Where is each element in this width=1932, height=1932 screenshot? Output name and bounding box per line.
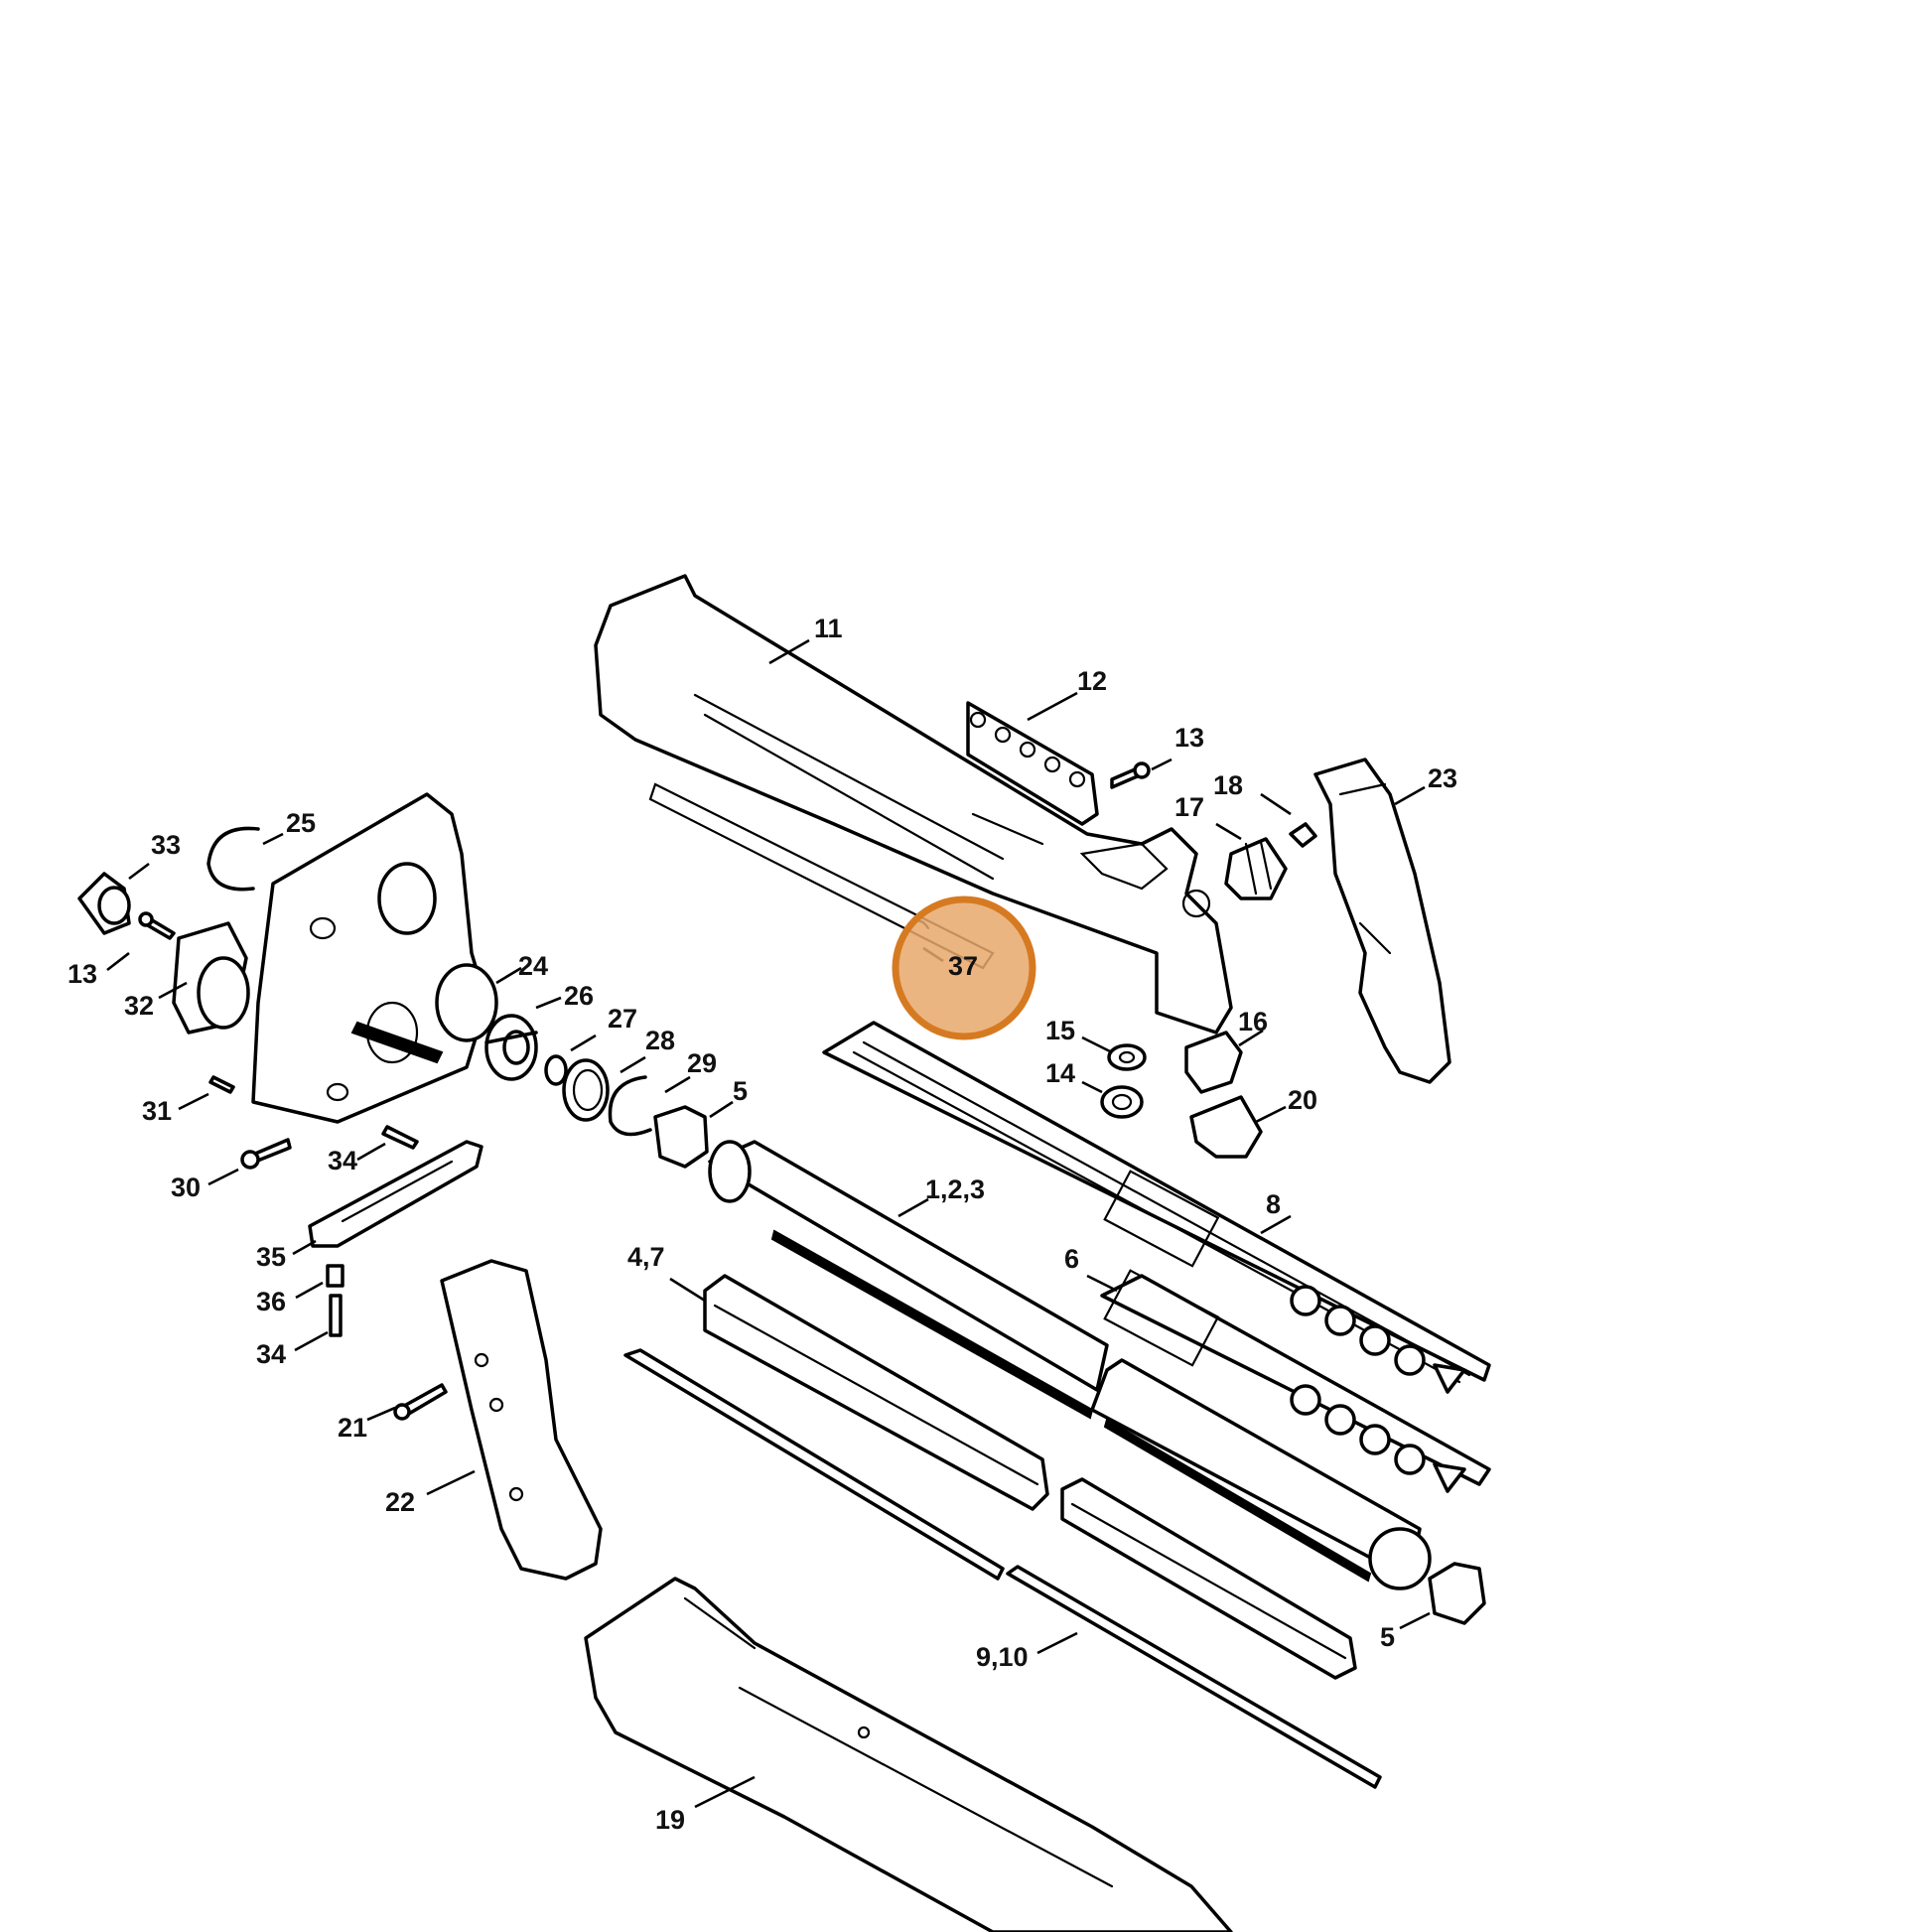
part-34-screw-lower <box>329 1294 343 1337</box>
callout-34-upper[interactable]: 34 <box>328 1146 357 1175</box>
callout-4-7[interactable]: 4,7 <box>627 1242 665 1272</box>
callout-27[interactable]: 27 <box>608 1004 637 1034</box>
callout-6[interactable]: 6 <box>1064 1244 1079 1274</box>
callout-23[interactable]: 23 <box>1428 763 1457 793</box>
part-18-plug <box>1289 822 1317 848</box>
part-6-label <box>1100 1269 1491 1493</box>
callout-11[interactable]: 11 <box>814 614 843 643</box>
part-21-screw <box>393 1383 448 1421</box>
callout-5-lower[interactable]: 5 <box>1380 1622 1395 1652</box>
part-4-7-guide <box>703 1274 1357 1680</box>
part-9-10-shaft <box>623 1348 1382 1789</box>
part-8-label <box>822 1021 1491 1394</box>
part-20-buffer <box>1189 1095 1263 1159</box>
part-35-bar <box>308 1140 483 1248</box>
part-22-cover <box>440 1259 603 1581</box>
callout-13-upper[interactable]: 13 <box>1174 723 1204 753</box>
callout-30[interactable]: 30 <box>171 1173 201 1202</box>
callout-18[interactable]: 18 <box>1213 770 1243 800</box>
callout-31[interactable]: 31 <box>142 1096 172 1126</box>
part-24-housing <box>251 792 498 1124</box>
callout-20[interactable]: 20 <box>1288 1085 1317 1115</box>
part-32-buffer <box>172 921 250 1035</box>
callout-8[interactable]: 8 <box>1266 1189 1281 1219</box>
callout-29[interactable]: 29 <box>687 1048 717 1078</box>
callout-14[interactable]: 14 <box>1045 1058 1075 1088</box>
callout-labels: 11 12 13 18 17 23 33 25 24 26 27 28 29 5… <box>68 614 1457 1835</box>
callout-16[interactable]: 16 <box>1238 1007 1268 1036</box>
callout-22[interactable]: 22 <box>385 1487 415 1517</box>
part-6-icons <box>1290 1384 1466 1493</box>
callout-36[interactable]: 36 <box>256 1287 286 1316</box>
callout-35[interactable]: 35 <box>256 1242 286 1272</box>
part-5-nut-upper <box>653 1105 709 1169</box>
part-8-icons <box>1290 1285 1466 1394</box>
callout-13-lower[interactable]: 13 <box>68 959 97 989</box>
part-1-2-3-tube <box>708 1140 1432 1590</box>
callout-1-2-3[interactable]: 1,2,3 <box>925 1174 985 1204</box>
part-16-buffer <box>1184 1031 1243 1094</box>
callout-25[interactable]: 25 <box>286 808 316 838</box>
part-34-screw-upper <box>381 1125 419 1150</box>
part-27-ring <box>544 1054 568 1086</box>
part-29-circlip <box>608 1075 652 1137</box>
part-19-housing <box>584 1577 1233 1932</box>
callout-28[interactable]: 28 <box>645 1026 675 1055</box>
callout-9-10[interactable]: 9,10 <box>976 1642 1029 1672</box>
part-14-lockwasher <box>1100 1085 1144 1119</box>
callout-32[interactable]: 32 <box>124 991 154 1021</box>
part-12-plate <box>966 701 1099 826</box>
part-28-washer <box>562 1058 610 1122</box>
part-33-cap <box>77 872 131 935</box>
callout-26[interactable]: 26 <box>564 981 594 1011</box>
callout-12[interactable]: 12 <box>1077 666 1107 696</box>
leader-lines <box>106 638 1431 1809</box>
part-26-bearing <box>484 1014 538 1081</box>
part-37-highlight[interactable] <box>892 896 1036 1040</box>
part-13-screw-lower <box>138 911 176 940</box>
callout-17[interactable]: 17 <box>1174 792 1204 822</box>
callout-15[interactable]: 15 <box>1045 1016 1075 1045</box>
callout-37[interactable]: 37 <box>948 951 978 981</box>
part-15-nut <box>1107 1043 1147 1071</box>
callout-19[interactable]: 19 <box>655 1805 685 1835</box>
part-5-nut-lower <box>1428 1562 1486 1625</box>
callout-5-upper[interactable]: 5 <box>733 1076 748 1106</box>
part-36-sleeve <box>326 1264 345 1288</box>
callout-34-lower[interactable]: 34 <box>256 1339 286 1369</box>
callout-21[interactable]: 21 <box>338 1413 367 1443</box>
part-13-screw-upper <box>1110 761 1151 789</box>
callout-33[interactable]: 33 <box>151 830 181 860</box>
part-31-screw <box>208 1075 235 1094</box>
part-17-rubber-buffer <box>1224 837 1288 900</box>
part-25-ring <box>207 826 260 892</box>
part-23-cover <box>1313 758 1451 1084</box>
part-11-housing <box>594 574 1233 1035</box>
part-30-screw <box>240 1138 292 1170</box>
callout-24[interactable]: 24 <box>518 951 548 981</box>
